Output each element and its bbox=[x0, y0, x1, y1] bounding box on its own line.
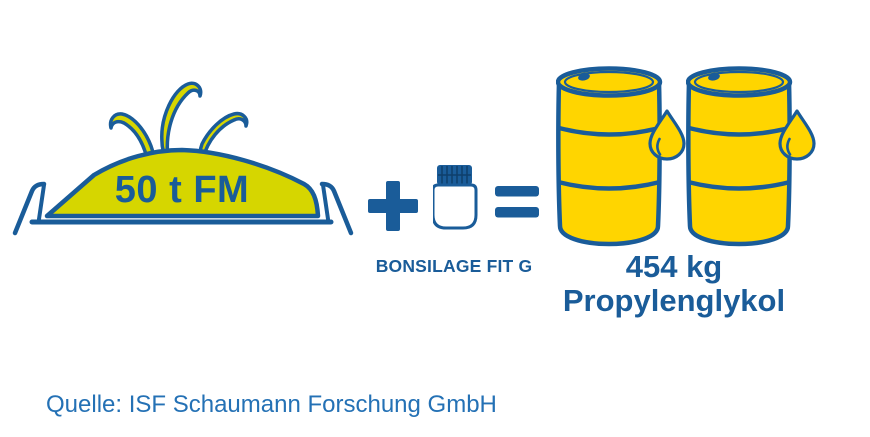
additive-jar-icon bbox=[431, 164, 479, 236]
equals-icon bbox=[495, 186, 539, 223]
additive-name-label: BONSILAGE FIT G bbox=[375, 256, 533, 276]
silage-mound-shape bbox=[44, 147, 321, 219]
plus-icon bbox=[368, 181, 418, 236]
result-amount: 454 kg bbox=[625, 249, 723, 284]
result-label: 454 kg Propylenglykol bbox=[540, 250, 808, 318]
silage-amount-label: 50 t FM bbox=[114, 169, 250, 211]
barrel-icon-1 bbox=[556, 66, 688, 253]
source-caption: Quelle: ISF Schaumann Forschung GmbH bbox=[46, 391, 497, 418]
result-substance: Propylenglykol bbox=[562, 283, 786, 318]
silage-pile-icon bbox=[2, 78, 360, 247]
barrel-icon-2 bbox=[686, 66, 818, 253]
